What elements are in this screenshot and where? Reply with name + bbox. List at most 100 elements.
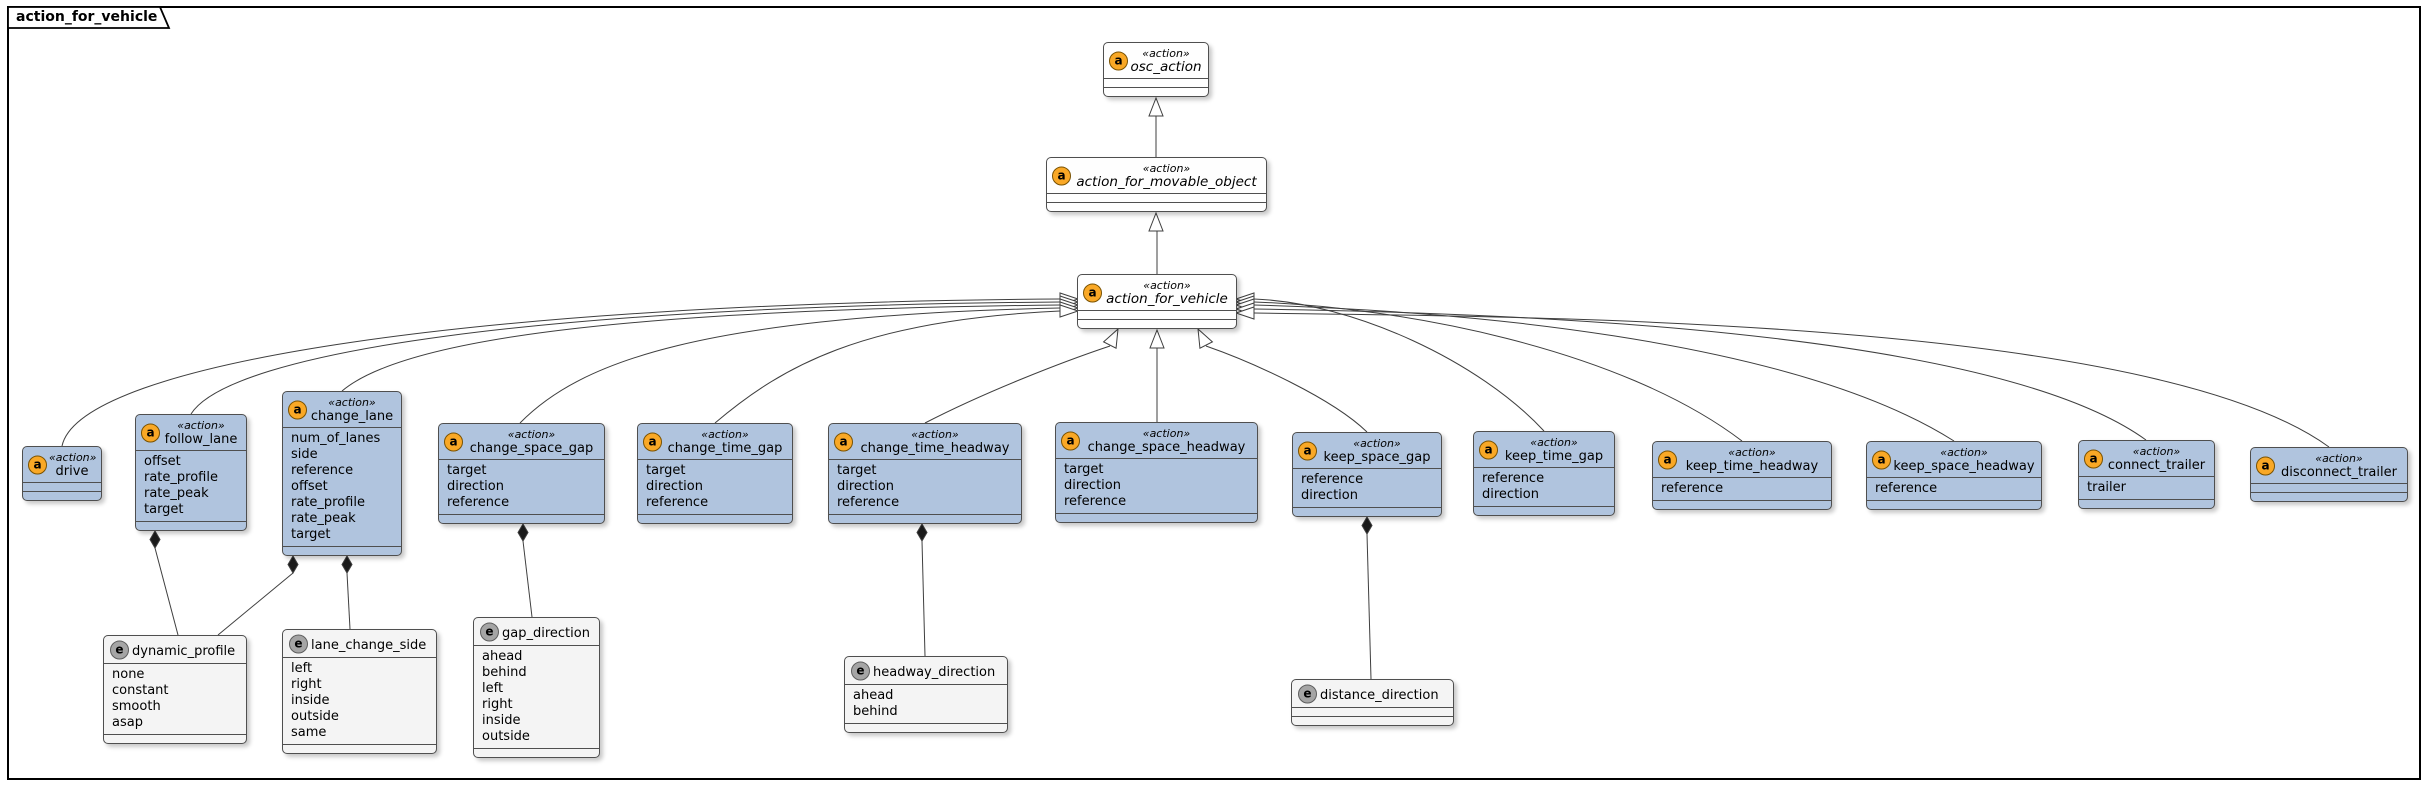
class-name: keep_space_headway xyxy=(1893,459,2035,474)
action-badge-icon: a xyxy=(141,423,160,442)
class-disconnect_trailer[interactable]: a «action» disconnect_trailer xyxy=(2250,447,2408,502)
enum-lane_change_side[interactable]: e lane_change_side left right inside out… xyxy=(282,629,437,754)
empty-compartment xyxy=(439,515,604,523)
enum-value: none xyxy=(112,667,145,682)
attribute: target xyxy=(447,463,487,478)
attribute: rate_profile xyxy=(291,495,365,510)
class-change_space_gap[interactable]: a «action» change_space_gap target direc… xyxy=(438,423,605,524)
edge-change_time_headway-headway_direction xyxy=(921,540,926,657)
enum-title: e gap_direction xyxy=(474,618,599,646)
class-title: a «action» keep_time_headway xyxy=(1653,442,1831,478)
arrowhead-up-tilted xyxy=(1197,327,1214,349)
enum-distance_direction[interactable]: e distance_direction xyxy=(1291,679,1454,726)
generalization-arrowheads xyxy=(1059,96,1255,349)
composition-diamond xyxy=(287,555,299,574)
class-keep_time_gap[interactable]: a «action» keep_time_gap reference direc… xyxy=(1473,431,1615,516)
attribute: side xyxy=(291,447,318,462)
class-title: a «action» change_time_gap xyxy=(638,424,792,460)
stereotype: «action» xyxy=(1353,437,1401,450)
attributes-compartment: target direction reference xyxy=(439,460,604,515)
arrowhead-up xyxy=(1148,96,1164,117)
action-badge-icon: a xyxy=(1658,450,1677,469)
stereotype: «action» xyxy=(328,396,376,409)
enum-value: ahead xyxy=(853,688,894,703)
enum-gap_direction[interactable]: e gap_direction ahead behind left right … xyxy=(473,617,600,758)
attributes-compartment: target direction reference xyxy=(829,460,1021,515)
class-keep_space_headway[interactable]: a «action» keep_space_headway reference xyxy=(1866,441,2042,510)
enum-value: right xyxy=(482,697,513,712)
empty-compartment xyxy=(136,522,246,530)
generalization-edges xyxy=(61,116,2330,448)
class-change_lane[interactable]: a «action» change_lane num_of_lanes side… xyxy=(282,391,402,556)
action-badge-icon: a xyxy=(288,400,307,419)
arrowhead-up xyxy=(1148,211,1164,232)
enum-headway_direction[interactable]: e headway_direction ahead behind xyxy=(844,656,1008,733)
class-name: connect_trailer xyxy=(2107,458,2206,473)
enum-value: smooth xyxy=(112,699,161,714)
enum-name: lane_change_side xyxy=(311,638,427,653)
attributes-compartment: reference xyxy=(1867,478,2041,501)
class-action_for_movable_object[interactable]: a «action» action_for_movable_object xyxy=(1046,157,1267,212)
enum-value: asap xyxy=(112,715,143,730)
enum-title: e dynamic_profile xyxy=(104,636,246,664)
attribute: target xyxy=(837,463,877,478)
enum-value: left xyxy=(291,661,313,676)
enum-title: e headway_direction xyxy=(845,657,1007,685)
attribute: direction xyxy=(837,479,894,494)
composition-diamond xyxy=(916,523,928,542)
class-title: a «action» disconnect_trailer xyxy=(2251,448,2407,484)
enum-name: dynamic_profile xyxy=(132,644,236,659)
empty-compartment xyxy=(1047,194,1266,203)
class-title: a «action» action_for_vehicle xyxy=(1078,275,1236,311)
class-change_time_headway[interactable]: a «action» change_time_headway target di… xyxy=(828,423,1022,524)
arrowhead-up xyxy=(1149,328,1165,349)
edge-keep_space_headway xyxy=(1253,304,1955,442)
class-change_space_headway[interactable]: a «action» change_space_headway target d… xyxy=(1055,422,1258,523)
class-drive[interactable]: a «action» drive xyxy=(22,446,102,501)
attribute: rate_peak xyxy=(144,486,209,501)
class-osc_action[interactable]: a «action» osc_action xyxy=(1103,42,1209,97)
class-title: a «action» action_for_movable_object xyxy=(1047,158,1266,194)
action-badge-icon: a xyxy=(2256,456,2275,475)
class-title: a «action» keep_time_gap xyxy=(1474,432,1614,468)
empty-compartment xyxy=(1078,311,1236,320)
attribute: offset xyxy=(291,479,328,494)
edge-keep_space_gap xyxy=(1205,345,1368,433)
attributes-compartment: offset rate_profile rate_peak target xyxy=(136,451,246,522)
attribute: reference xyxy=(447,495,510,510)
attribute: offset xyxy=(144,454,181,469)
action-badge-icon: a xyxy=(444,432,463,451)
class-name: action_for_movable_object xyxy=(1076,174,1257,190)
empty-compartment xyxy=(1292,717,1453,725)
class-name: disconnect_trailer xyxy=(2281,465,2397,480)
attribute: reference xyxy=(1482,471,1545,486)
edge-connect_trailer xyxy=(1253,308,2147,441)
empty-compartment xyxy=(1292,708,1453,717)
class-name: osc_action xyxy=(1130,59,1202,75)
action-badge-icon: a xyxy=(1052,166,1071,185)
class-connect_trailer[interactable]: a «action» connect_trailer trailer xyxy=(2078,440,2215,509)
class-change_time_gap[interactable]: a «action» change_time_gap target direct… xyxy=(637,423,793,524)
class-name: keep_time_gap xyxy=(1504,449,1604,464)
class-title: a «action» change_space_gap xyxy=(439,424,604,460)
empty-compartment xyxy=(1867,501,2041,509)
enum-badge-icon: e xyxy=(851,661,870,680)
enum-values-compartment: none constant smooth asap xyxy=(104,664,246,735)
attribute: target xyxy=(291,527,331,542)
enum-dynamic_profile[interactable]: e dynamic_profile none constant smooth a… xyxy=(103,635,247,744)
empty-compartment xyxy=(1047,203,1266,211)
enum-value: behind xyxy=(853,704,898,719)
class-keep_time_headway[interactable]: a «action» keep_time_headway reference xyxy=(1652,441,1832,510)
edge-keep_time_headway xyxy=(1253,301,1743,442)
edge-change_space_gap-gap_direction xyxy=(522,540,533,618)
class-name: action_for_vehicle xyxy=(1106,291,1228,307)
class-action_for_vehicle[interactable]: a «action» action_for_vehicle xyxy=(1077,274,1237,329)
enum-value: right xyxy=(291,677,322,692)
class-keep_space_gap[interactable]: a «action» keep_space_gap reference dire… xyxy=(1292,432,1442,517)
attribute: reference xyxy=(837,495,900,510)
stereotype: «action» xyxy=(2132,445,2181,458)
enum-value: ahead xyxy=(482,649,523,664)
empty-compartment xyxy=(283,547,401,555)
class-follow_lane[interactable]: a «action» follow_lane offset rate_profi… xyxy=(135,414,247,531)
stereotype: «action» xyxy=(911,428,959,441)
